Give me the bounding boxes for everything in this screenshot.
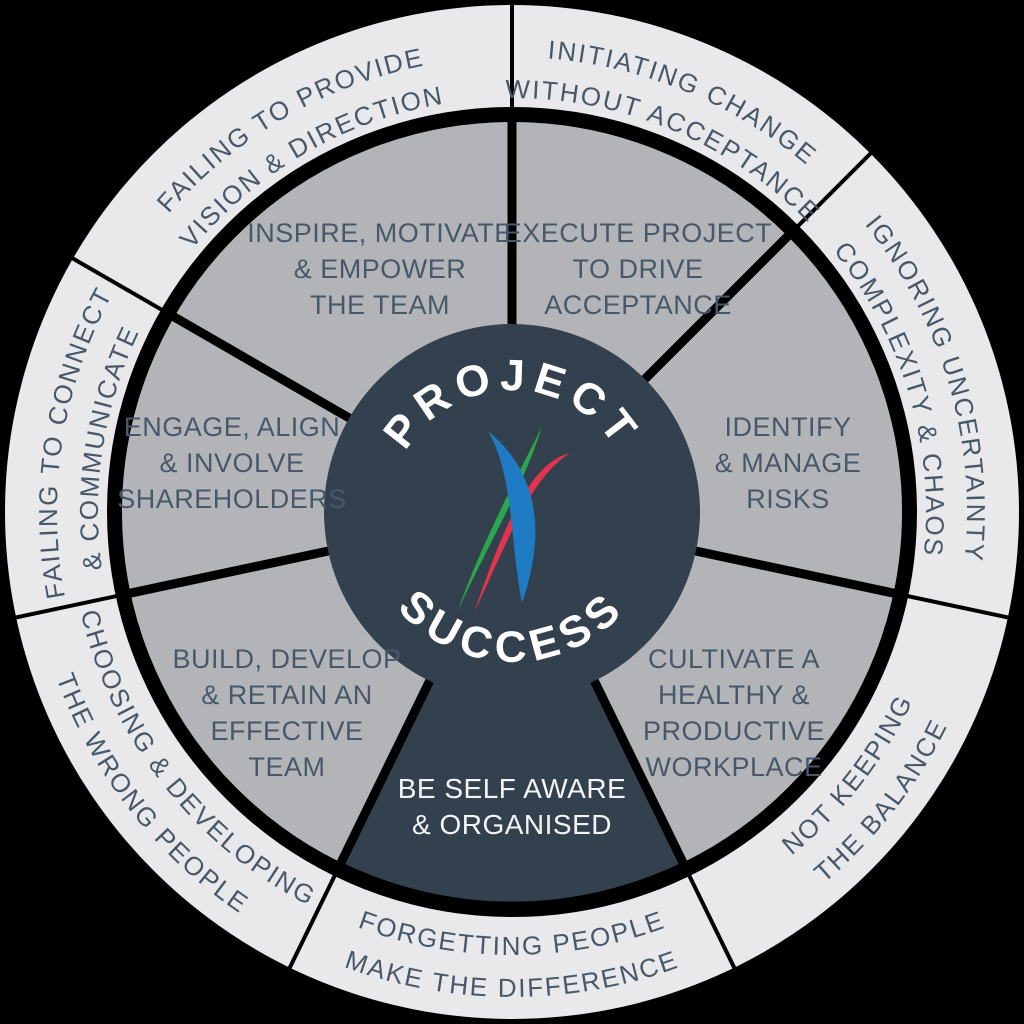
inner-label-line: EFFECTIVE	[210, 716, 363, 746]
inner-divider	[119, 544, 337, 600]
inner-label-line: ACCEPTANCE	[544, 290, 732, 320]
outer-divider	[787, 149, 875, 237]
inner-segment-engage: ENGAGE, ALIGN & INVOLVE SHAREHOLDERS	[117, 412, 347, 514]
inner-label-line: ENGAGE, ALIGN	[124, 412, 341, 442]
ring-divider	[107, 107, 917, 917]
inner-label-line: HEALTHY &	[658, 680, 810, 710]
inner-segment-build: BUILD, DEVELOP & RETAIN AN EFFECTIVE TEA…	[172, 644, 401, 782]
inner-label-line: SHAREHOLDERS	[117, 484, 347, 514]
inner-label-line: & INVOLVE	[159, 448, 304, 478]
inner-label-line: & MANAGE	[715, 448, 862, 478]
inner-divider	[163, 308, 359, 426]
inner-label-line: TO DRIVE	[572, 254, 703, 284]
inner-segment-inspire: INSPIRE, MOTIVATE & EMPOWER THE TEAM	[247, 218, 513, 320]
inner-segment-cultivate: CULTIVATE A HEALTHY & PRODUCTIVE WORKPLA…	[643, 644, 825, 782]
brand-logo	[458, 427, 570, 613]
inner-label-line: THE TEAM	[310, 290, 450, 320]
wedge-label-line-2: & ORGANISED	[412, 809, 612, 840]
blue-ribbon-icon	[488, 431, 536, 603]
inner-label-line: EXECUTE PROJECT	[504, 218, 773, 248]
inner-segment-identify: IDENTIFY & MANAGE RISKS	[715, 412, 862, 514]
inner-label-line: WORKPLACE	[645, 752, 822, 782]
inner-segment-execute: EXECUTE PROJECT TO DRIVE ACCEPTANCE	[504, 218, 773, 320]
inner-label-line: & EMPOWER	[294, 254, 467, 284]
inner-label-line: RISKS	[746, 484, 830, 514]
inner-label-line: BUILD, DEVELOP	[172, 644, 401, 674]
inner-label-line: TEAM	[248, 752, 325, 782]
inner-label-line: PRODUCTIVE	[643, 716, 825, 746]
inner-divider	[687, 544, 905, 600]
inner-label-line: IDENTIFY	[724, 412, 851, 442]
outer-divider	[286, 863, 342, 972]
outer-ring-dividers	[12, 2, 1012, 972]
outer-divider	[69, 255, 174, 318]
inner-label-line: INSPIRE, MOTIVATE	[247, 218, 513, 248]
inner-divider	[636, 226, 798, 388]
outer-divider	[682, 863, 738, 972]
inner-label-line: & RETAIN AN	[201, 680, 373, 710]
inner-label-line: CULTIVATE A	[648, 644, 820, 674]
outer-divider	[12, 591, 130, 621]
wedge-label-line-1: BE SELF AWARE	[398, 773, 627, 804]
inner-segment-dividers	[119, 112, 905, 600]
outer-divider	[894, 591, 1012, 621]
